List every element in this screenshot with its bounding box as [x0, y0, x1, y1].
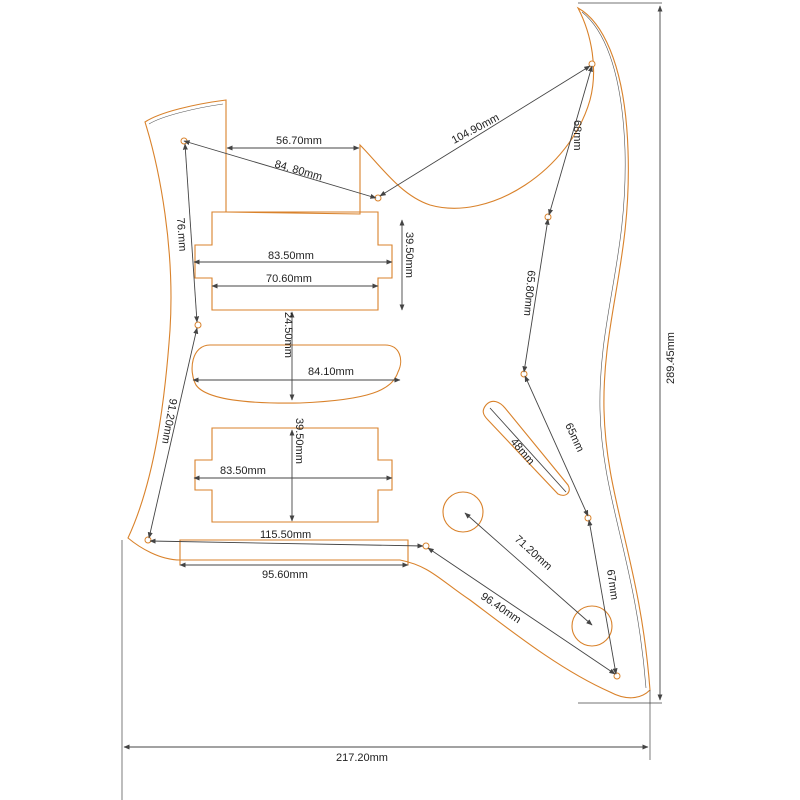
label-right-middle: 65.80mm — [521, 270, 537, 317]
dim-top-diagonal — [183, 140, 377, 199]
label-neck-pickup-outer: 83.50mm — [268, 250, 314, 262]
label-top-diagonal: 84. 80mm — [273, 158, 323, 183]
pickguard-outline — [127, 6, 651, 699]
label-overall-height: 289.45mm — [665, 332, 677, 384]
dim-right-lower — [524, 375, 589, 517]
label-middle-pickup-width: 84.10mm — [308, 366, 354, 378]
label-bottom-diagonal: 96.40mm — [478, 591, 523, 627]
label-right-upper: 68mm — [571, 120, 583, 151]
label-bridge-pickup-width: 83.50mm — [220, 465, 266, 477]
middle-pickup-cavity — [191, 344, 402, 404]
label-bridge-pickup-height: 39.50mm — [293, 418, 305, 464]
dim-left-upper — [182, 143, 200, 323]
label-bottom-slot-width: 95.60mm — [262, 569, 308, 581]
label-pickup-gap: 24.50mm — [282, 312, 294, 358]
label-right-bottom: 67mm — [604, 569, 620, 601]
dim-right-upper — [548, 65, 593, 216]
control-hole-1 — [442, 491, 484, 533]
label-top-neck-width: 56.70mm — [276, 135, 322, 147]
label-bottom-span: 115.50mm — [260, 529, 311, 541]
dim-top-right-diagonal — [379, 65, 591, 197]
screw-hole — [194, 321, 202, 329]
label-jack-to-control: 71.20mm — [512, 533, 554, 573]
control-hole-2 — [571, 605, 613, 647]
label-neck-pickup-inner: 70.60mm — [266, 273, 312, 285]
label-neck-pickup-height: 39.50mm — [403, 232, 415, 278]
label-overall-width: 217.20mm — [336, 752, 388, 764]
dim-bottom-span — [149, 538, 424, 549]
dim-bottom-diagonal — [427, 547, 616, 675]
dim-jack-to-control — [464, 512, 593, 626]
dim-right-middle — [522, 218, 550, 373]
dim-left-lower — [147, 327, 199, 539]
label-top-right-diagonal: 104.90mm — [450, 112, 502, 147]
dim-switch-slot — [489, 407, 567, 493]
label-right-lower: 65mm — [562, 421, 586, 454]
label-left-upper: 76.mm — [174, 217, 188, 251]
screw-hole — [144, 536, 152, 544]
pickguard-inner-edge — [148, 11, 647, 689]
